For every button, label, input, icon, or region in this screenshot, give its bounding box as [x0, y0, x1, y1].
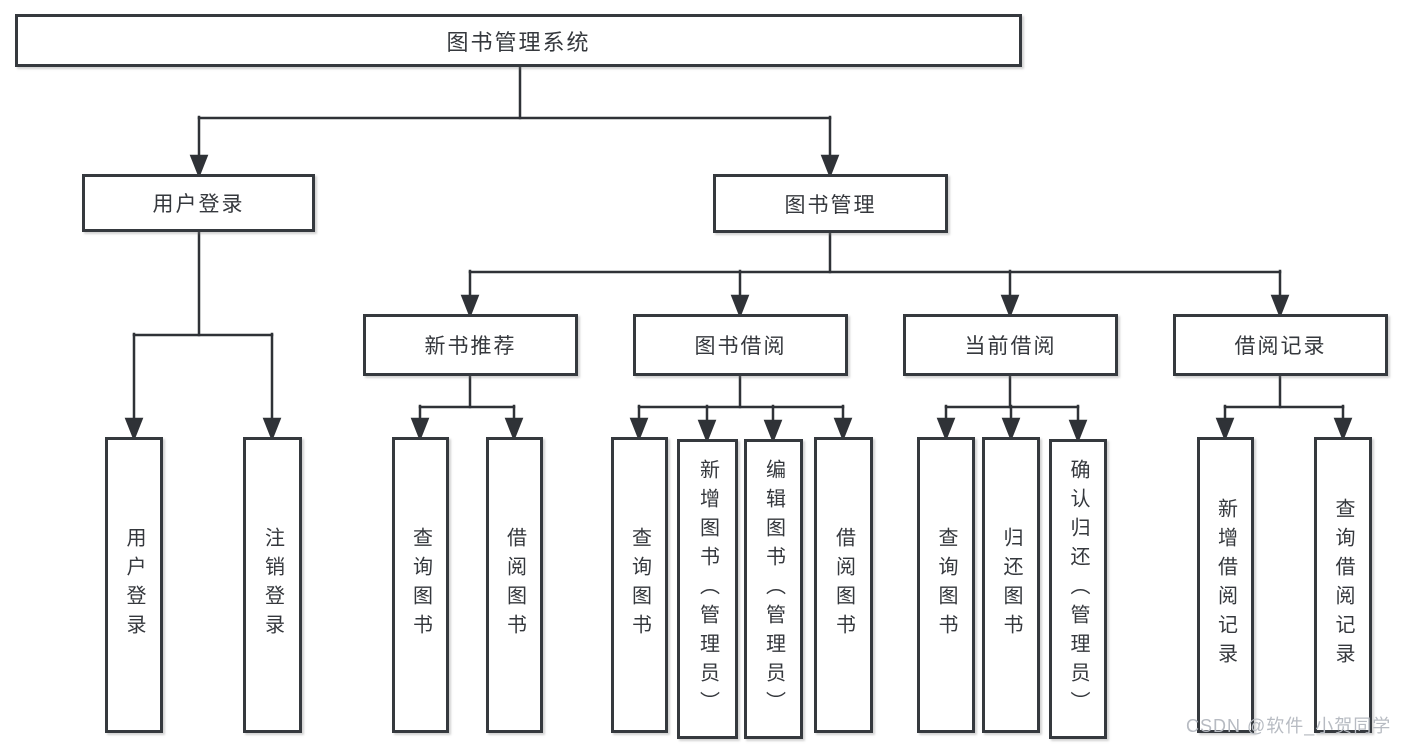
node-library-management-system: 图书管理系统 — [15, 14, 1022, 67]
leaf-confirm-return-admin: 确认归还（管理员） — [1049, 439, 1107, 739]
node-user-login: 用户登录 — [82, 174, 315, 232]
node-book-borrow: 图书借阅 — [633, 314, 848, 376]
leaf-add-borrow-record: 新增借阅记录 — [1197, 437, 1254, 733]
leaf-query-books-recommend: 查询图书 — [392, 437, 449, 733]
leaf-borrow-books-borrow: 借阅图书 — [814, 437, 873, 733]
leaf-query-borrow-record: 查询借阅记录 — [1314, 437, 1372, 733]
leaf-add-book-admin: 新增图书（管理员） — [677, 439, 738, 739]
node-book-management: 图书管理 — [713, 174, 948, 233]
leaf-logout: 注销登录 — [243, 437, 302, 733]
leaf-user-login: 用户登录 — [105, 437, 163, 733]
leaf-query-books-borrow: 查询图书 — [611, 437, 668, 733]
node-borrow-records: 借阅记录 — [1173, 314, 1388, 376]
leaf-borrow-books-recommend: 借阅图书 — [486, 437, 543, 733]
node-new-book-recommend: 新书推荐 — [363, 314, 578, 376]
csdn-watermark: CSDN @软件_小贺同学 — [1186, 716, 1392, 736]
leaf-query-books-current: 查询图书 — [917, 437, 975, 733]
leaf-edit-book-admin: 编辑图书（管理员） — [744, 439, 803, 739]
leaf-return-book: 归还图书 — [982, 437, 1040, 733]
node-current-borrow: 当前借阅 — [903, 314, 1118, 376]
